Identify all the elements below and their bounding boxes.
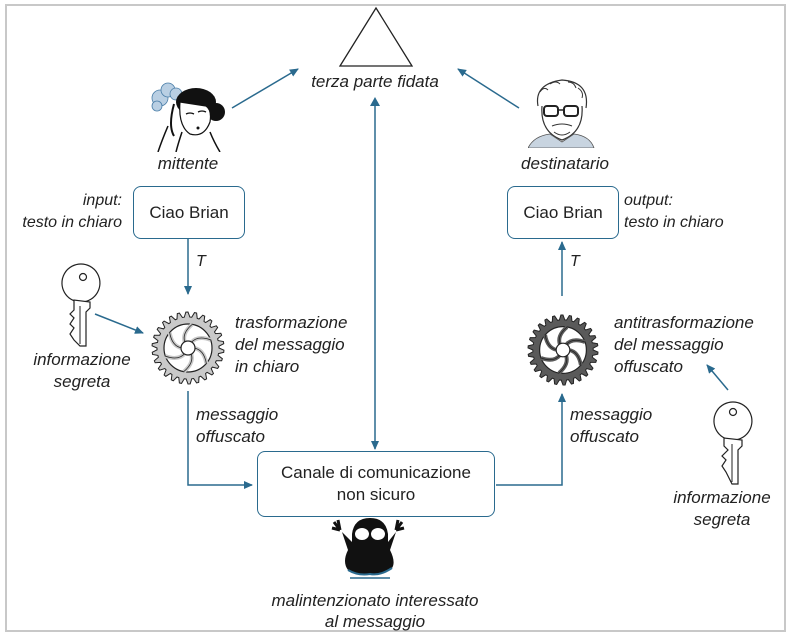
triangle-icon: [338, 6, 414, 67]
obfuscated-left-sublabel: offuscato: [196, 427, 265, 446]
gear-right-sublabel-1: del messaggio: [614, 335, 724, 354]
arrow-sender-to-trusted: [231, 68, 299, 109]
gear-right-sublabel-2: offuscato: [614, 357, 683, 376]
ghost-attacker-icon: [331, 518, 405, 579]
transform-T-label-right: T: [570, 253, 580, 270]
key-left-sublabel: segreta: [53, 372, 111, 391]
sender-label: mittente: [157, 154, 219, 173]
arrow-key-to-gear-left: [94, 313, 144, 334]
input-plaintext-box: Ciao Brian: [133, 186, 245, 239]
input-sublabel: testo in chiaro: [22, 214, 122, 231]
key-right-label: informazione: [673, 488, 771, 507]
channel-line-1: Canale di comunicazione: [281, 463, 471, 482]
arrow-channel-to-gear-right: [496, 393, 566, 486]
attacker-label: malintenzionato interessato: [271, 591, 479, 610]
input-label: input:: [82, 192, 122, 209]
channel-line-2: non sicuro: [336, 485, 416, 504]
insecure-channel-box: Canale di comunicazione non sicuro: [257, 451, 495, 517]
gear-icon: [527, 314, 599, 386]
output-sublabel: testo in chiaro: [624, 214, 724, 231]
attacker-sublabel: al messaggio: [324, 612, 426, 631]
output-plaintext-box: Ciao Brian: [507, 186, 619, 239]
key-icon: [61, 263, 101, 347]
arrow-gear-to-channel: [187, 391, 253, 489]
trusted-party-label: terza parte fidata: [311, 72, 439, 91]
gear-hub: [555, 342, 571, 358]
receiver-label: destinatario: [521, 154, 609, 173]
gear-left-sublabel-1: del messaggio: [235, 335, 345, 354]
gear-icon: [151, 311, 225, 385]
key-icon: [713, 401, 753, 485]
arrow-receiver-to-trusted: [457, 68, 520, 109]
transform-T-label-left: T: [196, 253, 206, 270]
obfuscated-left-label: messaggio: [196, 405, 279, 424]
obfuscated-right-label: messaggio: [570, 405, 653, 424]
key-left-label: informazione: [33, 350, 131, 369]
gear-right-label: antitrasformazione: [614, 313, 754, 332]
arrow-key-to-gear-right: [706, 364, 729, 391]
obfuscated-right-sublabel: offuscato: [570, 427, 639, 446]
gear-left-label: trasformazione: [235, 313, 348, 332]
woman-portrait-icon: [151, 82, 225, 152]
key-right-sublabel: segreta: [693, 510, 751, 529]
output-label: output:: [624, 192, 673, 209]
gear-hub: [180, 340, 196, 356]
gear-left-sublabel-2: in chiaro: [235, 357, 300, 376]
old-man-portrait-icon: [528, 79, 595, 148]
